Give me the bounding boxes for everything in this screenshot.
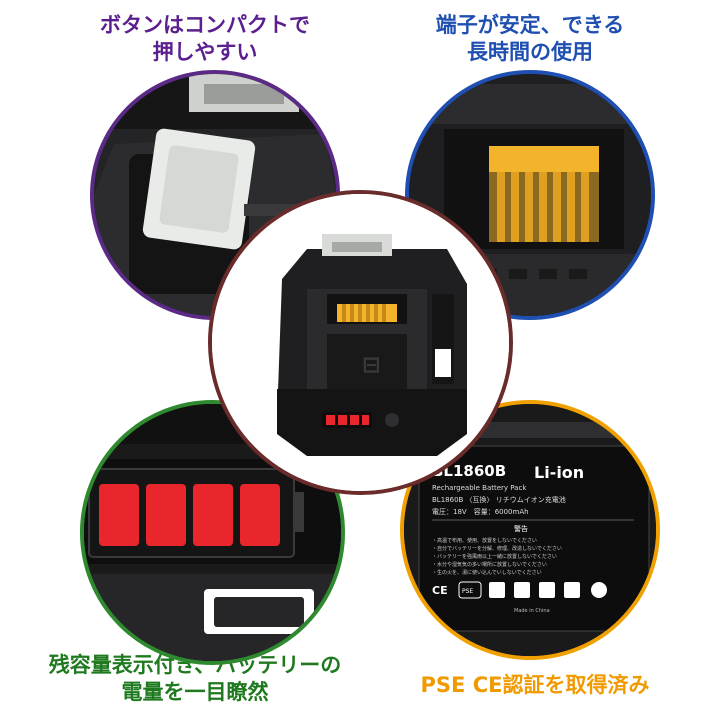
ce-mark: CE bbox=[432, 584, 448, 597]
label-warning-3: ・バッテリーを強風雨以上一緒に放置しないでください bbox=[432, 553, 557, 560]
battery-recycle-icon bbox=[489, 582, 505, 598]
caption-terminal: 端子が安定、できる 長時間の使用 bbox=[390, 12, 670, 66]
battery-product-image: ⊟ bbox=[212, 194, 509, 491]
caption-terminal-line2: 長時間の使用 bbox=[467, 40, 593, 64]
label-warning-4: ・水分や湿気気の多い場所に放置しないでください bbox=[432, 561, 547, 568]
label-subtitle: Rechargeable Battery Pack bbox=[432, 484, 527, 492]
indicator-segment-4 bbox=[240, 484, 280, 546]
label-type: Li-ion bbox=[534, 463, 584, 482]
caption-indicator-line2: 電量を一目瞭然 bbox=[121, 680, 269, 704]
caption-certification: PSE CE認証を取得済み bbox=[395, 672, 675, 699]
svg-text:⊟: ⊟ bbox=[362, 353, 380, 378]
label-warning-5: ・生の火を、湯に使い込んでいしないでください bbox=[432, 569, 542, 576]
caution-icon bbox=[591, 582, 607, 598]
battery-product: ⊟ bbox=[208, 190, 513, 495]
label-warning-title: 警告 bbox=[514, 524, 528, 533]
indicator-segment-2 bbox=[146, 484, 186, 546]
label-spec: 電圧：18V 容量：6000mAh bbox=[432, 507, 529, 516]
terminal-contacts bbox=[489, 146, 599, 172]
pse-mark-icon bbox=[458, 581, 482, 599]
label-warning-1: ・高温で布用、使用、放置をしないでください bbox=[432, 537, 537, 544]
check-button-icon bbox=[385, 413, 399, 427]
label-warning-2: ・自分でバッテリーを分解、修理、改造しないでください bbox=[432, 545, 562, 552]
caption-certification-line1: PSE CE認証を取得済み bbox=[420, 673, 650, 697]
pse-mark: PSE bbox=[462, 588, 473, 595]
no-water-icon bbox=[564, 582, 580, 598]
label-made-in: Made in China bbox=[514, 608, 550, 614]
recycle-icon bbox=[539, 582, 555, 598]
indicator-segment-1 bbox=[99, 484, 139, 546]
indicator-segment-3 bbox=[193, 484, 233, 546]
label-model: BL1860B bbox=[432, 462, 506, 480]
label-compat: BL1860B 〈互換〉 リチウムイオン充電池 bbox=[432, 495, 566, 504]
caption-button-line2: 押しやすい bbox=[152, 40, 258, 64]
caption-terminal-line1: 端子が安定、できる bbox=[435, 13, 625, 37]
no-disposal-icon bbox=[514, 582, 530, 598]
caption-button-line1: ボタンはコンパクトで bbox=[100, 13, 310, 37]
caption-button: ボタンはコンパクトで 押しやすい bbox=[60, 12, 350, 66]
